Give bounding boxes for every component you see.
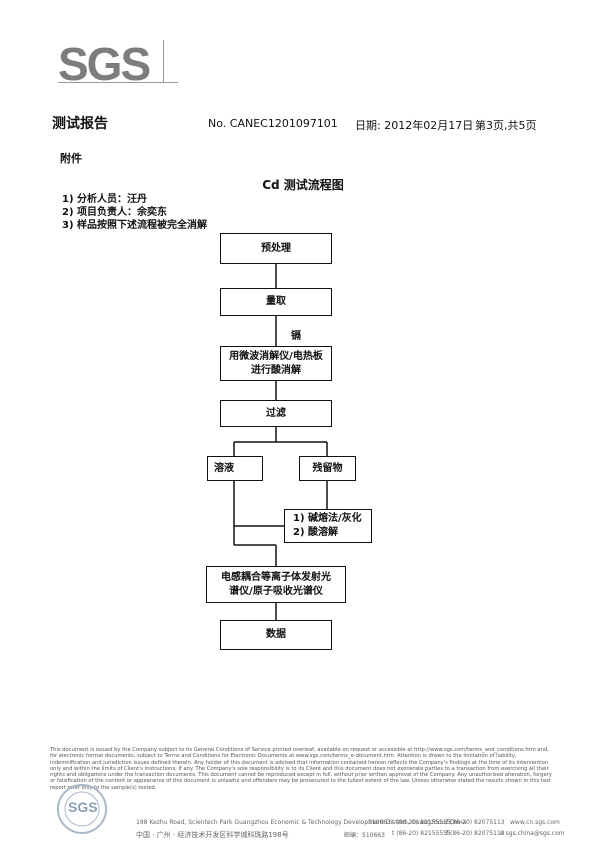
box-label: 量取 [266, 296, 286, 307]
box-acid-digestion: 用微波消解仪/电热板 进行酸消解 [220, 346, 332, 381]
tel-cn: t (86-20) 82155555 [392, 830, 451, 837]
box-residue-treatment: 1) 碱熔法/灰化 2) 酸溶解 [284, 509, 372, 543]
box-label: 溶液 [214, 462, 234, 474]
box-weigh: 量取 [220, 288, 332, 316]
flowchart-title: Cd 测试流程图 [262, 178, 344, 192]
box-label: 预处理 [261, 242, 291, 254]
logo-rule-horizontal [58, 82, 178, 83]
fax-cn: f (86-20) 82075113 [446, 830, 505, 837]
report-date: 日期: 2012年02月17日 [355, 119, 474, 132]
report-number: No. CANEC1201097101 [208, 117, 338, 130]
box-filter: 过滤 [220, 400, 332, 427]
appendix-label: 附件 [60, 152, 82, 165]
postcode-cn: 邮编：510663 [344, 832, 385, 839]
page-number: 第3页,共5页 [475, 119, 537, 132]
footer-disclaimer: This document is issued by the Company s… [50, 747, 552, 791]
box-residue: 残留物 [299, 456, 356, 481]
cd-label: 镉 [291, 331, 301, 342]
fax-en: f (86-20) 82075113 [446, 819, 505, 826]
stamp-text: SGS [68, 799, 98, 815]
box-label: 过滤 [266, 407, 286, 419]
address-cn: 中国 · 广州 · 经济技术开发区科学城科珠路198号 [136, 831, 289, 839]
note-item: 2) 项目负责人：余奕东 [62, 207, 168, 218]
box-label: 数据 [266, 629, 286, 640]
box-label: 2) 酸溶解 [293, 527, 339, 538]
sgs-logo: SGS [58, 38, 164, 90]
notes-list: 1) 分析人员：汪丹 2) 项目负责人：余奕东 3) 样品按照下述流程被完全消解 [62, 193, 207, 232]
box-data: 数据 [220, 620, 332, 650]
box-icp-aas: 电感耦合等离子体发射光 谱仪/原子吸收光谱仪 [206, 566, 346, 603]
box-label: 残留物 [312, 462, 343, 474]
report-title: 测试报告 [52, 116, 108, 132]
address-en: 198 Kezhu Road, Scientech Park Guangzhou… [136, 819, 467, 826]
box-label: 进行酸消解 [251, 364, 301, 376]
postcode-en: 510663 [368, 819, 391, 826]
box-label: 1) 碱熔法/灰化 [293, 513, 362, 524]
sgs-stamp: SGS [48, 783, 116, 835]
note-item: 1) 分析人员：汪丹 [62, 194, 148, 205]
box-label: 用微波消解仪/电热板 [229, 350, 323, 362]
note-item: 3) 样品按照下述流程被完全消解 [62, 220, 208, 231]
box-label: 电感耦合等离子体发射光 [221, 571, 331, 583]
box-pretreat: 预处理 [220, 233, 332, 264]
box-solution: 溶液 [207, 456, 263, 481]
sgs-logo-text: SGS [58, 38, 151, 90]
website: www.cn.sgs.com [510, 819, 560, 826]
tel-en: t (86-20) 82155555 [392, 819, 451, 826]
email: e sgs.china@sgs.com [500, 830, 565, 837]
logo-rule-vertical [163, 40, 164, 82]
box-label: 谱仪/原子吸收光谱仪 [229, 585, 323, 597]
stamp-circle-icon [57, 784, 107, 834]
